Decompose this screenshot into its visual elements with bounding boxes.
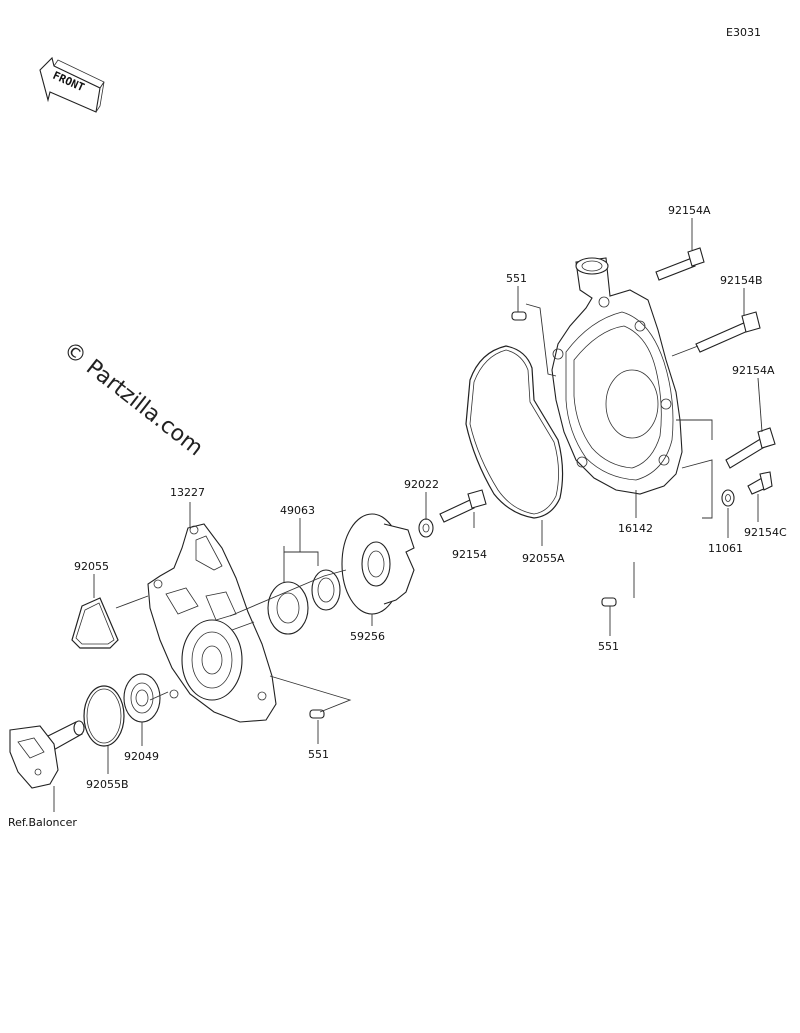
diagram-code: E3031 <box>726 26 761 39</box>
label-92154B: 92154B <box>720 274 763 287</box>
label-49063: 49063 <box>280 504 315 517</box>
pump-cover-16142 <box>551 257 683 495</box>
leader-lines <box>53 218 763 812</box>
seal-49063-b <box>267 581 309 635</box>
seal-49063-a <box>311 569 341 611</box>
label-92049: 92049 <box>124 750 159 763</box>
ref-balancer-note: Ref.Baloncer <box>8 816 77 829</box>
label-92055: 92055 <box>74 560 109 573</box>
washer-11061 <box>721 489 735 507</box>
label-551-bottom: 551 <box>308 748 329 761</box>
label-92055A: 92055A <box>522 552 565 565</box>
housing-13227 <box>147 523 277 723</box>
front-arrow-icon: FRONT <box>39 56 105 113</box>
dowel-pin-551-top <box>511 311 527 321</box>
label-11061: 11061 <box>708 542 743 555</box>
label-551-top: 551 <box>506 272 527 285</box>
watermark: © Partzilla.com <box>58 337 207 461</box>
label-16142: 16142 <box>618 522 653 535</box>
label-92154C: 92154C <box>744 526 787 539</box>
bolt-92154A-top <box>655 247 705 281</box>
washer-92022 <box>418 518 434 538</box>
gasket-92055 <box>71 597 119 649</box>
bolt-92154A-mid <box>725 427 776 469</box>
label-92154: 92154 <box>452 548 487 561</box>
label-92055B: 92055B <box>86 778 129 791</box>
label-92154A-mid: 92154A <box>732 364 775 377</box>
bolt-92154B <box>695 311 761 353</box>
dowel-pin-551-right <box>601 597 617 607</box>
label-551-right: 551 <box>598 640 619 653</box>
label-13227: 13227 <box>170 486 205 499</box>
label-92154A-top: 92154A <box>668 204 711 217</box>
o-ring-92055B <box>83 685 125 747</box>
impeller-59256 <box>341 513 415 615</box>
bolt-92154 <box>439 489 487 523</box>
label-59256: 59256 <box>350 630 385 643</box>
label-92022: 92022 <box>404 478 439 491</box>
balancer-shaft-ref <box>9 720 85 789</box>
bolt-92154C <box>747 471 773 495</box>
gasket-92055A <box>465 345 564 519</box>
